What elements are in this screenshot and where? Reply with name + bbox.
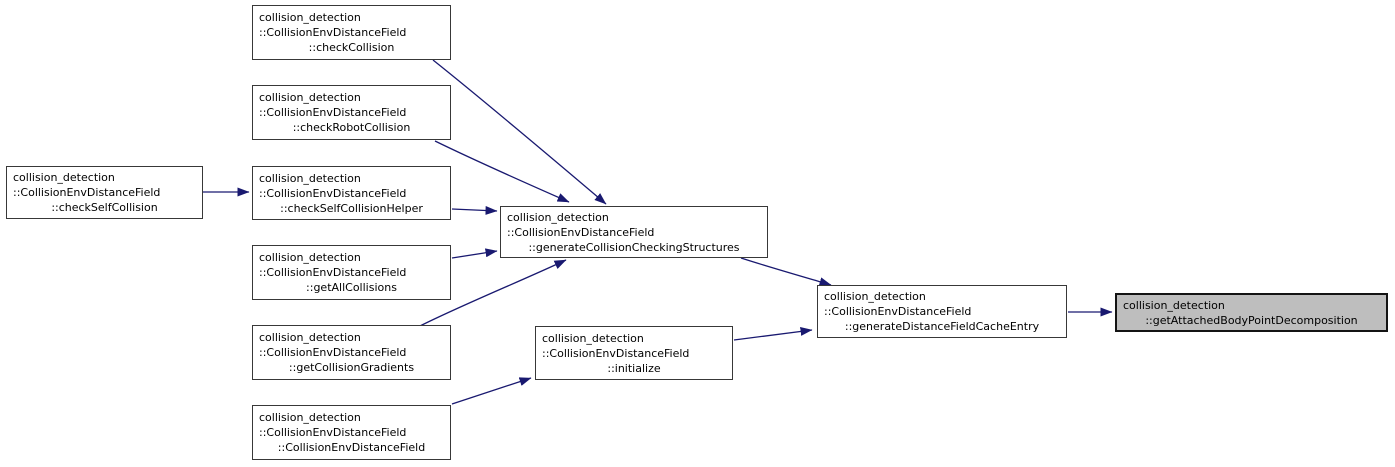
node-label-line: ::checkSelfCollisionHelper — [280, 201, 423, 215]
node-label-line: ::getCollisionGradients — [288, 361, 415, 374]
node-label-line: collision_detection — [13, 171, 115, 184]
node-label-line: collision_detection — [1123, 298, 1225, 312]
node-label-line: collision_detection — [259, 171, 361, 185]
node-label-line: ::CollisionEnvDistanceField — [824, 305, 972, 318]
node-label-line: ::getAllCollisions — [306, 281, 397, 294]
node-generate-distance-field-cache-entry[interactable]: collision_detection::CollisionEnvDistanc… — [817, 285, 1067, 338]
node-label-line: ::checkRobotCollision — [292, 121, 411, 134]
node-label-line: collision_detection — [259, 411, 361, 424]
node-label-line: ::CollisionEnvDistanceField — [507, 225, 655, 239]
node-label-line: ::checkSelfCollision — [51, 201, 158, 214]
node-label-line: ::generateCollisionCheckingStructures — [528, 240, 740, 254]
edge-get-collision-gradients-to-generate-collision-checking-structures — [419, 259, 567, 327]
node-label-line: collision_detection — [507, 210, 609, 224]
node-label-line: collision_detection — [259, 251, 361, 264]
node-label-line: ::CollisionEnvDistanceField — [259, 426, 407, 439]
node-initialize[interactable]: collision_detection::CollisionEnvDistanc… — [535, 326, 733, 380]
edge-collision-env-distance-field-constructor-to-initialize — [451, 377, 532, 405]
edge-generate-collision-checking-structures-to-generate-distance-field-cache-entry — [740, 257, 832, 287]
node-label-line: ::CollisionEnvDistanceField — [259, 186, 407, 200]
node-label-line: ::CollisionEnvDistanceField — [259, 26, 407, 39]
edge-initialize-to-generate-distance-field-cache-entry — [733, 326, 813, 341]
node-check-self-collision-helper[interactable]: collision_detection::CollisionEnvDistanc… — [252, 166, 451, 220]
node-label-line: ::CollisionEnvDistanceField — [542, 346, 690, 360]
edge-get-all-collisions-to-generate-collision-checking-structures — [451, 248, 498, 259]
node-check-robot-collision[interactable]: collision_detection::CollisionEnvDistanc… — [252, 85, 451, 140]
node-check-self-collision[interactable]: collision_detection::CollisionEnvDistanc… — [6, 166, 203, 219]
node-label-line: ::generateDistanceFieldCacheEntry — [844, 320, 1040, 333]
edge-check-self-collision-helper-to-generate-collision-checking-structures — [451, 205, 498, 215]
node-get-attached-body-point-decomposition: collision_detection::getAttachedBodyPoin… — [1115, 293, 1388, 332]
node-label-line: ::CollisionEnvDistanceField — [259, 106, 407, 119]
node-generate-collision-checking-structures[interactable]: collision_detection::CollisionEnvDistanc… — [500, 206, 768, 258]
node-label-line: ::CollisionEnvDistanceField — [277, 441, 426, 454]
edge-check-robot-collision-to-generate-collision-checking-structures — [434, 140, 570, 203]
node-label-line: ::CollisionEnvDistanceField — [259, 346, 407, 359]
node-label-line: collision_detection — [259, 91, 361, 104]
edge-group — [203, 59, 1113, 405]
edge-check-collision-to-generate-collision-checking-structures — [432, 59, 607, 205]
node-label-line: ::initialize — [607, 361, 661, 375]
node-label-line: collision_detection — [542, 331, 644, 345]
node-check-collision[interactable]: collision_detection::CollisionEnvDistanc… — [252, 5, 451, 60]
node-label-line: ::CollisionEnvDistanceField — [259, 266, 407, 279]
node-label-line: ::getAttachedBodyPointDecomposition — [1145, 313, 1358, 327]
node-label-line: collision_detection — [259, 331, 361, 344]
node-get-all-collisions[interactable]: collision_detection::CollisionEnvDistanc… — [252, 245, 451, 300]
node-collision-env-distance-field-constructor[interactable]: collision_detection::CollisionEnvDistanc… — [252, 405, 451, 460]
node-get-collision-gradients[interactable]: collision_detection::CollisionEnvDistanc… — [252, 325, 451, 380]
node-label-line: collision_detection — [259, 11, 361, 24]
node-label-line: collision_detection — [824, 290, 926, 303]
node-label-line: ::CollisionEnvDistanceField — [13, 186, 161, 199]
node-label-line: ::checkCollision — [308, 41, 395, 54]
